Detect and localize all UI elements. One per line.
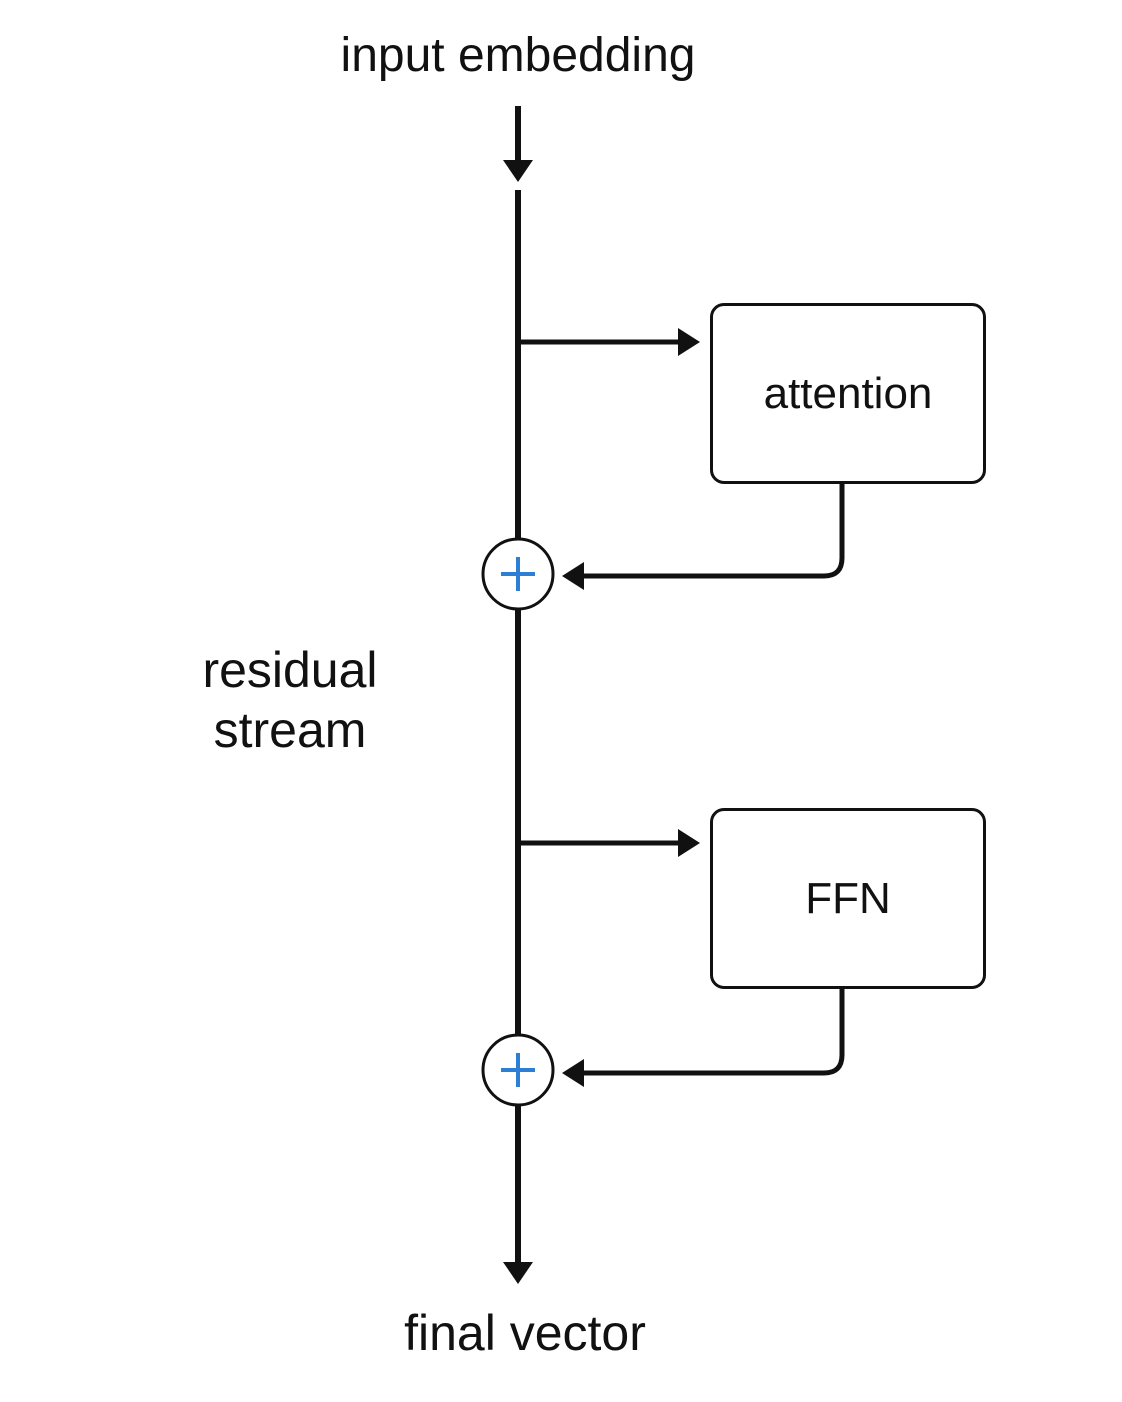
residual-stream-label-line-1: residual — [202, 642, 378, 698]
input-embedding-label: input embedding — [340, 29, 696, 82]
input-arrowhead — [503, 160, 533, 182]
output-arrowhead — [503, 1262, 533, 1284]
attention-block: attention — [710, 303, 986, 484]
attention-block-label: attention — [763, 368, 933, 418]
attention-return-path — [584, 484, 845, 579]
ffn-block-label: FFN — [805, 873, 891, 923]
residual-stream-label-line-2: stream — [213, 702, 367, 758]
final-vector-label: final vector — [404, 1305, 646, 1361]
attention-input-arrowhead — [678, 328, 700, 356]
ffn-input-arrowhead — [678, 829, 700, 857]
attention-return-arrowhead — [562, 562, 584, 590]
add-node-2 — [481, 1033, 555, 1107]
add-node-1 — [481, 537, 555, 611]
residual-stream-label: residual stream — [160, 640, 420, 760]
ffn-block: FFN — [710, 808, 986, 989]
ffn-return-arrowhead — [562, 1059, 584, 1087]
ffn-return-path — [584, 989, 845, 1076]
